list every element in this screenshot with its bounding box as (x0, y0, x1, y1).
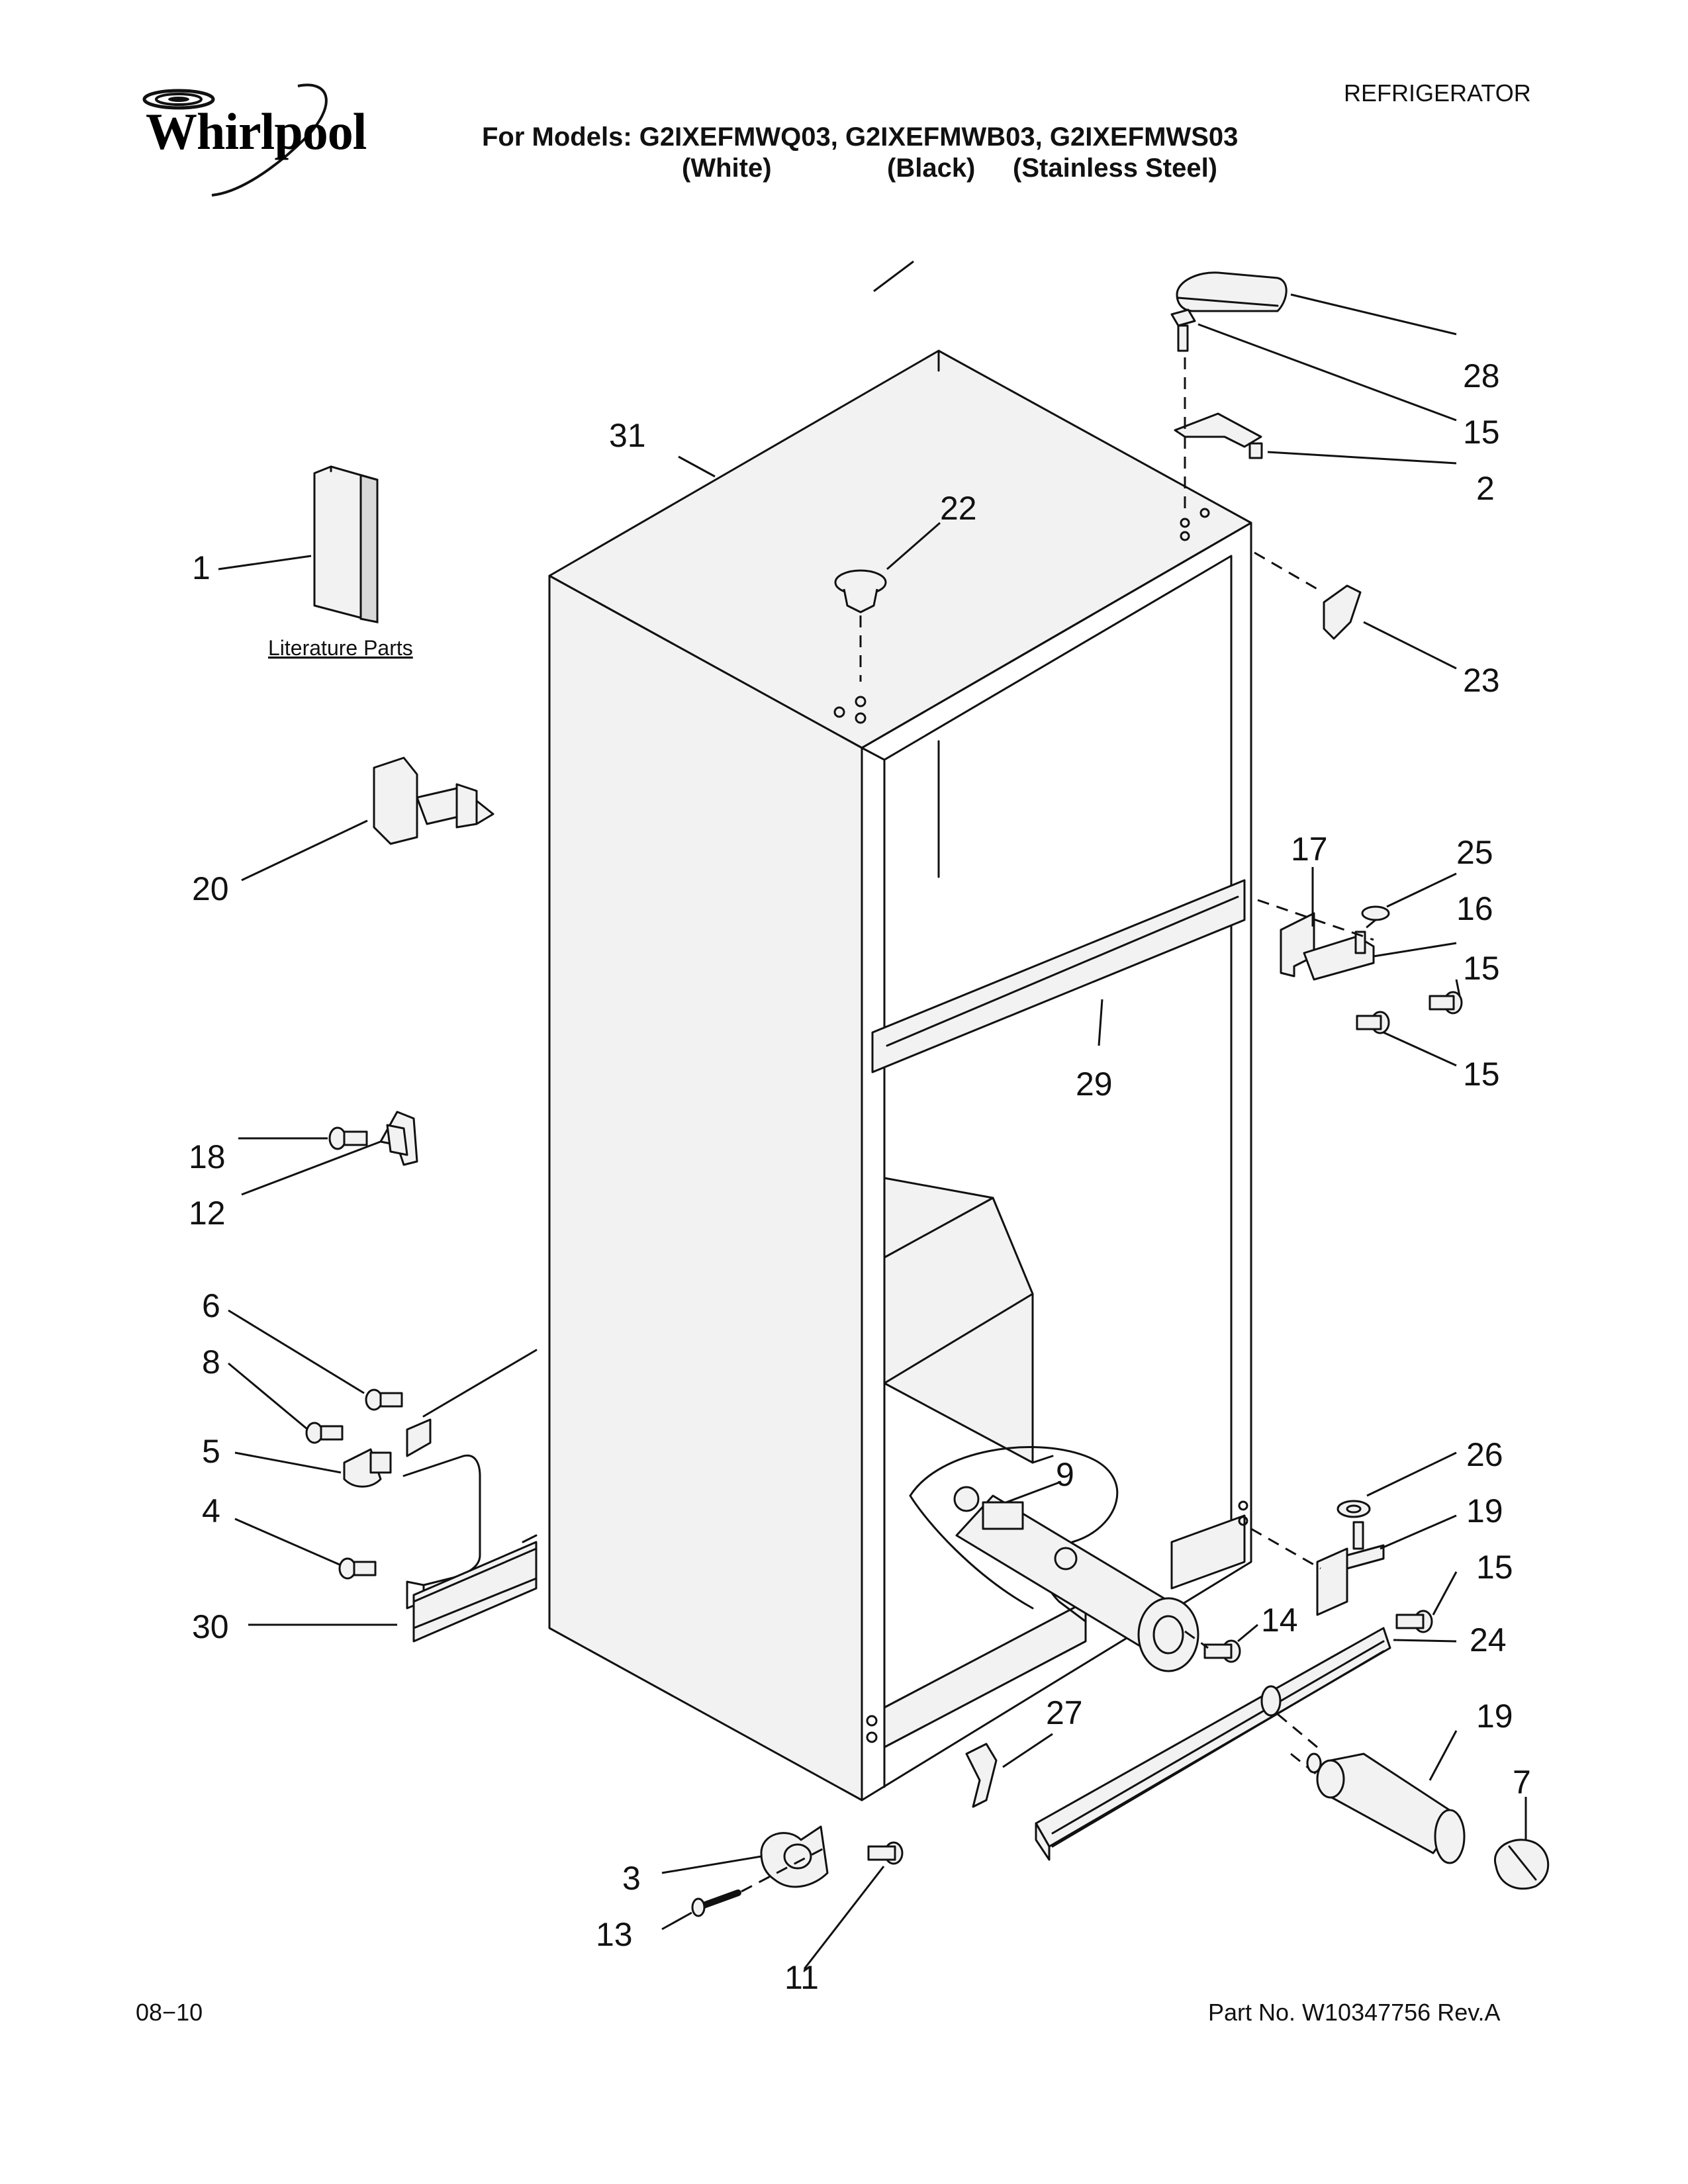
clamp-5-part (343, 1448, 392, 1488)
callout-14: 14 (1261, 1602, 1298, 1639)
callout-25: 25 (1456, 834, 1493, 871)
screw-15c-part (1395, 1610, 1433, 1633)
literature-parts (313, 465, 379, 623)
axle-pin-part (691, 1889, 741, 1917)
hinge-cover-part (1176, 271, 1288, 312)
screw-18-part (328, 1126, 368, 1150)
callout-11: 11 (784, 1959, 819, 1996)
door-stop-part (1323, 584, 1362, 640)
leveling-leg-part (373, 756, 494, 845)
screw-top-hinge (1170, 308, 1196, 352)
base-grille-part (1035, 1627, 1391, 1861)
callout-15-mid-b: 15 (1463, 1056, 1500, 1093)
screw-6-part (365, 1388, 403, 1411)
handle-plate-30-part (412, 1541, 538, 1643)
color-white: (White) (682, 154, 772, 183)
top-hinge-part (1174, 412, 1263, 459)
callout-22: 22 (940, 490, 977, 527)
callout-15-mid-a: 15 (1463, 950, 1500, 987)
screw-14-part (1203, 1639, 1241, 1663)
callout-6: 6 (202, 1287, 220, 1324)
center-hinge-part (1280, 905, 1390, 981)
hole-plug-part (834, 569, 887, 614)
callout-30: 30 (192, 1608, 229, 1645)
callout-numbers: 31 22 28 15 2 23 1 Literature Parts 20 1… (189, 357, 1531, 1996)
callout-21: 20 (192, 870, 229, 907)
filter-housing-part (953, 1486, 1199, 1672)
screw-8-part (305, 1422, 344, 1444)
callout-18: 18 (189, 1138, 226, 1175)
models-label: For Models: G2IXEFMWQ03, G2IXEFMWB03, G2… (482, 122, 1239, 152)
screw-11-part (867, 1841, 904, 1865)
brand-wordmark: Whirlpool (146, 103, 367, 160)
color-black: (Black) (887, 154, 976, 183)
callout-13: 13 (596, 1916, 633, 1953)
color-stainless: (Stainless Steel) (1013, 154, 1218, 183)
literature-label: Literature Parts (268, 636, 413, 660)
category-label: REFRIGERATOR (1344, 79, 1531, 107)
filter-cap-part (1493, 1839, 1550, 1890)
part-number: Part No. W10347756 Rev.A (1208, 1999, 1501, 2026)
callout-19: 19 (1476, 1698, 1513, 1735)
revision-date: 08−10 (136, 1999, 203, 2026)
callout-20: 19 (1466, 1492, 1503, 1529)
screw-15b-part (1356, 1011, 1390, 1034)
callout-15-low: 15 (1476, 1549, 1513, 1586)
cabinet-assembly (548, 349, 1252, 1801)
callout-leaders (218, 260, 1527, 1970)
callout-9: 9 (1056, 1456, 1074, 1493)
screw-4-part (338, 1557, 377, 1580)
callout-12: 12 (189, 1195, 226, 1232)
bottom-hinge-part (1316, 1521, 1385, 1616)
callout-27: 27 (1046, 1694, 1083, 1731)
bracket-12-part (379, 1111, 418, 1166)
roller-bracket-part (760, 1825, 829, 1888)
callout-16: 16 (1456, 890, 1493, 927)
whirlpool-logo: Whirlpool (132, 79, 397, 225)
callout-26: 26 (1466, 1436, 1503, 1473)
callout-24: 24 (1470, 1621, 1507, 1659)
callout-7: 7 (1513, 1764, 1531, 1801)
callout-5: 5 (202, 1433, 220, 1470)
callout-3: 3 (622, 1860, 641, 1897)
washer-26-part (1336, 1500, 1371, 1518)
callout-1: 1 (192, 549, 211, 586)
callout-23: 23 (1463, 662, 1500, 699)
clip-27-part (965, 1743, 998, 1808)
callout-15-top: 15 (1463, 414, 1500, 451)
callout-17: 17 (1291, 831, 1328, 868)
screw-15a-part (1429, 991, 1463, 1015)
callout-29: 29 (1076, 1066, 1113, 1103)
callout-8: 8 (202, 1343, 220, 1381)
callout-2: 2 (1476, 470, 1495, 507)
callout-31: 31 (609, 417, 646, 454)
callout-28: 28 (1463, 357, 1500, 394)
callout-4: 4 (202, 1492, 220, 1529)
water-filter-part (1306, 1752, 1466, 1864)
